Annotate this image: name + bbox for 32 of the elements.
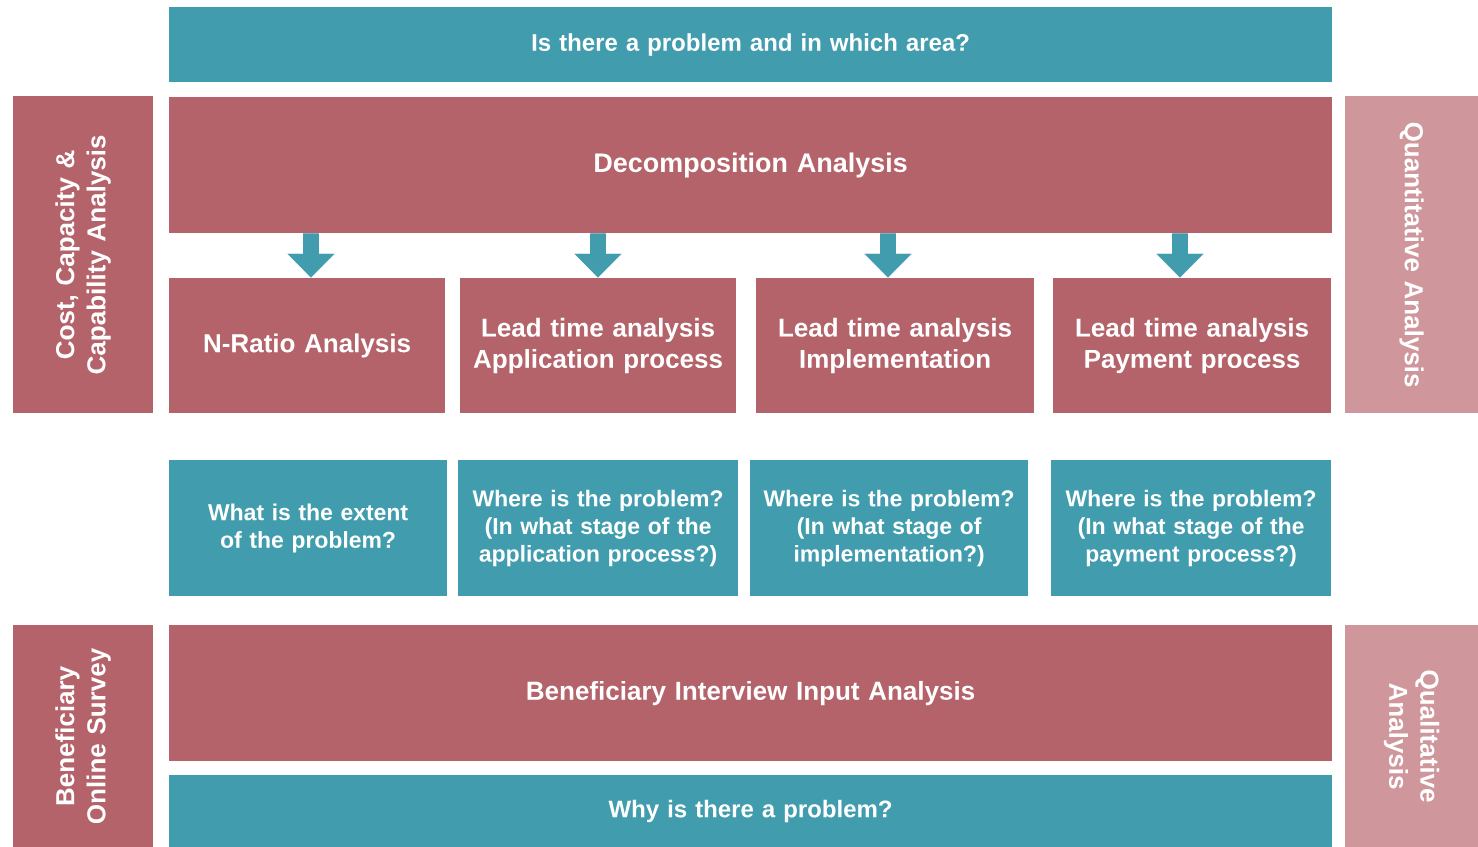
analysis-box	[460, 278, 736, 413]
question-box	[458, 460, 738, 596]
box-label: Lead time analysis Application process	[473, 317, 722, 374]
box-label: Lead time analysis Payment process	[1076, 317, 1308, 374]
box-label: Quantitative Analysis	[1399, 122, 1424, 387]
box-label: Where is the problem? (In what stage of the application process?)	[472, 489, 723, 567]
analysis-box	[169, 625, 1332, 761]
box-label: What is the extent of the problem?	[208, 503, 408, 553]
side-label-box	[13, 625, 153, 847]
question-box	[169, 460, 447, 596]
question-box	[750, 460, 1028, 596]
analysis-box	[169, 278, 445, 413]
analysis-box	[1053, 278, 1331, 413]
box-label: Is there a problem and in which area?	[532, 33, 969, 56]
question-box	[1051, 460, 1331, 596]
box-label: Qualitative Analysis	[1383, 670, 1440, 802]
side-label-box	[13, 96, 153, 413]
box-label: N-Ratio Analysis	[204, 333, 410, 358]
box-label: Why is there a problem?	[608, 799, 892, 823]
box-label: Decomposition Analysis	[595, 152, 907, 178]
side-label-box	[1345, 96, 1478, 413]
box-label: Where is the problem? (In what stage of the payment process?)	[1065, 489, 1316, 567]
box-label: Lead time analysis Implementation	[779, 317, 1011, 374]
box-label: Cost, Capacity & Capability Analysis	[55, 135, 111, 374]
analysis-box	[756, 278, 1034, 413]
box-label: Beneficiary Interview Input Analysis	[527, 680, 975, 706]
question-banner	[169, 7, 1332, 82]
question-banner	[169, 775, 1332, 847]
box-label: Beneficiary Online Survey	[55, 648, 111, 824]
analysis-box	[169, 97, 1332, 233]
side-label-box	[1345, 625, 1478, 847]
box-label: Where is the problem? (In what stage of implementation?)	[763, 489, 1014, 567]
